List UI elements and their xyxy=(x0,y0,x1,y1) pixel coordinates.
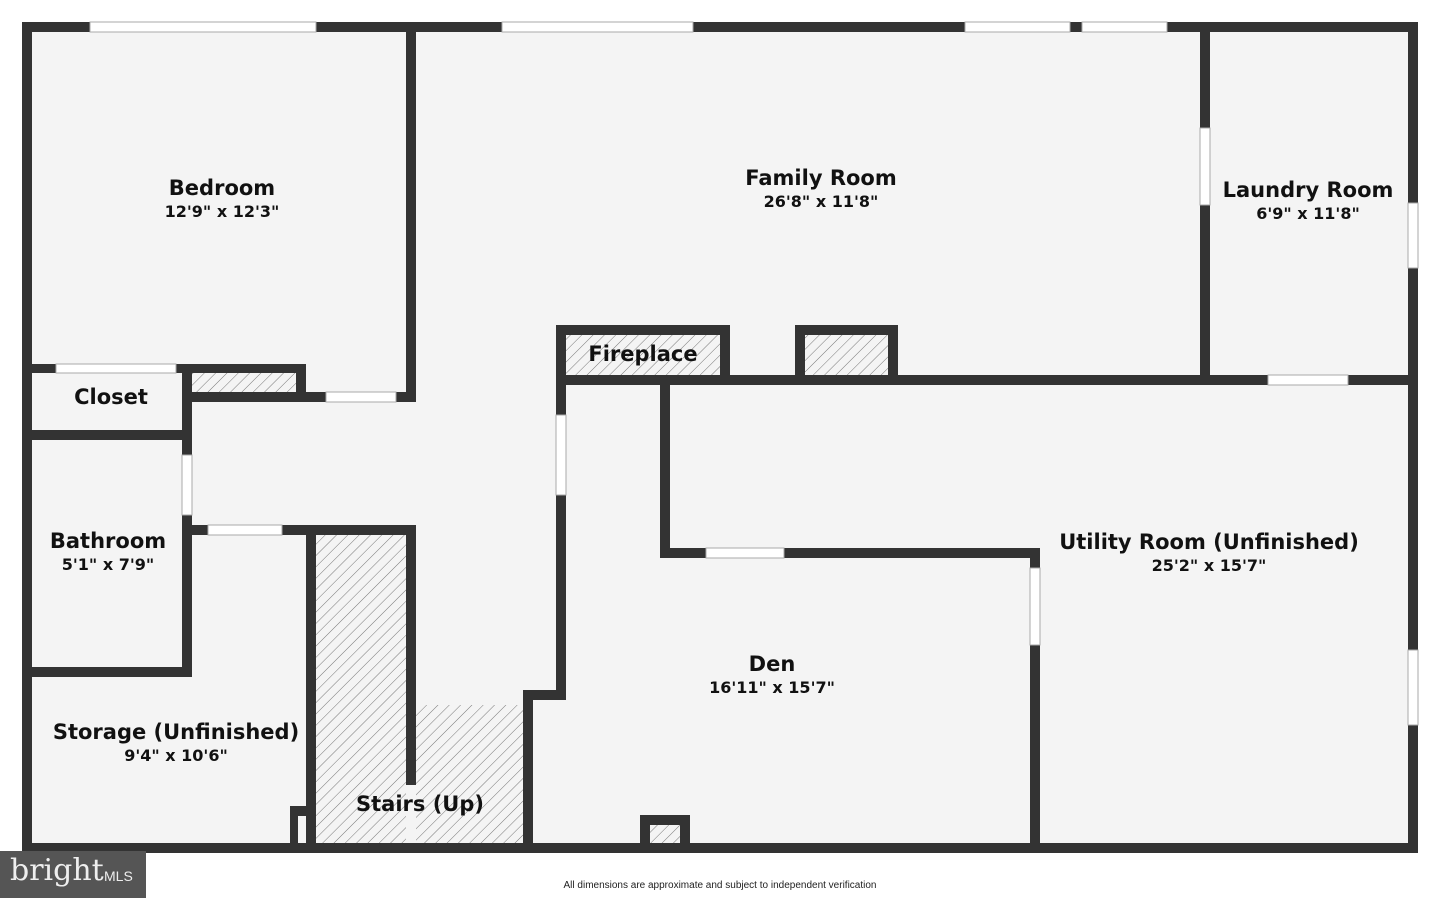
room-storage: Storage (Unfinished) 9'4" x 10'6" xyxy=(53,719,299,767)
room-dimensions: 9'4" x 10'6" xyxy=(124,746,228,765)
room-laundry-room: Laundry Room 6'9" x 11'8" xyxy=(1223,177,1394,225)
floor-area xyxy=(22,22,1418,853)
disclaimer: All dimensions are approximate and subje… xyxy=(563,880,877,891)
room-name: Bathroom xyxy=(49,529,167,553)
door-opening xyxy=(1029,567,1041,646)
room-name: Closet xyxy=(74,385,148,409)
room-name: Family Room xyxy=(745,166,897,190)
room-dimensions: 6'9" x 11'8" xyxy=(1256,204,1360,223)
room-fireplace: Fireplace xyxy=(588,341,697,367)
room-name: Bedroom xyxy=(168,176,276,200)
door-opening xyxy=(1267,374,1349,386)
door-opening xyxy=(181,454,193,516)
room-family-room: Family Room 26'8" x 11'8" xyxy=(745,165,896,213)
logo-suffix: MLS xyxy=(104,868,133,884)
room-name: Stairs (Up) xyxy=(356,792,484,816)
closet-shelf-hatch xyxy=(192,373,298,392)
door-opening xyxy=(555,414,567,496)
room-closet: Closet xyxy=(74,384,148,410)
room-name: Storage (Unfinished) xyxy=(52,720,300,744)
openings xyxy=(55,21,1419,726)
room-bathroom: Bathroom 5'1" x 7'9" xyxy=(50,528,166,576)
fireplace-hatch xyxy=(566,335,720,375)
room-utility-room: Utility Room (Unfinished) 25'2" x 15'7" xyxy=(1059,529,1359,577)
room-name: Laundry Room xyxy=(1222,178,1394,202)
door-opening xyxy=(1081,21,1168,33)
hearth-hatch xyxy=(805,335,888,375)
room-name: Den xyxy=(748,652,796,676)
window xyxy=(964,21,1071,33)
window xyxy=(1407,649,1419,726)
door-opening xyxy=(55,363,177,374)
logo-brand: bright xyxy=(10,853,104,888)
room-dimensions: 25'2" x 15'7" xyxy=(1151,556,1267,575)
room-dimensions: 16'11" x 15'7" xyxy=(709,678,835,697)
room-name: Utility Room (Unfinished) xyxy=(1059,530,1359,554)
post-hatch xyxy=(650,825,680,843)
room-name: Fireplace xyxy=(588,342,698,366)
door-opening xyxy=(705,547,785,559)
window xyxy=(501,21,694,33)
room-dimensions: 12'9" x 12'3" xyxy=(164,202,280,221)
window xyxy=(1407,202,1419,269)
stairs-hatch xyxy=(316,535,406,843)
bright-mls-logo: bright MLS xyxy=(0,851,146,898)
door-opening xyxy=(325,391,397,403)
room-den: Den 16'11" x 15'7" xyxy=(709,651,835,699)
room-dimensions: 5'1" x 7'9" xyxy=(61,555,155,574)
room-stairs: Stairs (Up) xyxy=(356,791,484,817)
stairs-landing-hatch xyxy=(416,705,523,843)
door-opening xyxy=(207,524,283,536)
door-opening xyxy=(1199,127,1211,206)
room-bedroom: Bedroom 12'9" x 12'3" xyxy=(165,175,280,223)
room-dimensions: 26'8" x 11'8" xyxy=(763,192,879,211)
window xyxy=(89,21,317,33)
